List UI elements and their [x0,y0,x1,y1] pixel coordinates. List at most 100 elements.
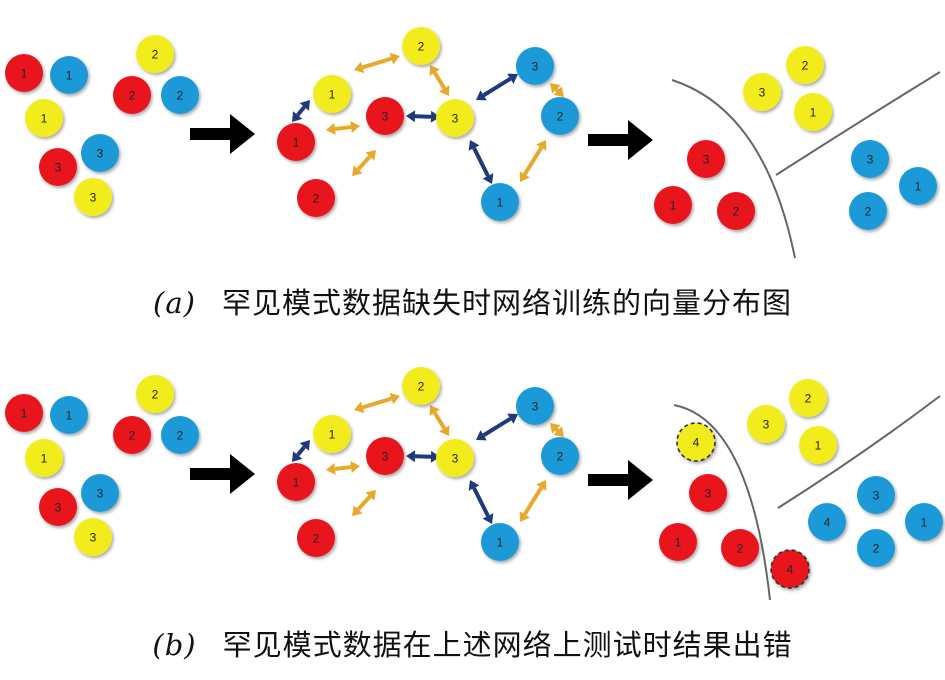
middle-node-a-2: 3 [366,97,404,135]
middle-node-b-3-label: 3 [452,452,459,466]
flow-arrow-b-2 [588,460,653,500]
left-node-a-6-label: 3 [55,161,62,175]
decision-boundary-b-1 [777,395,941,509]
left-node-b-5-label: 1 [41,452,48,466]
right-node-a-1-label: 3 [759,86,766,100]
middle-node-a-6-label: 1 [293,136,300,150]
right-node-b-7-label: 4 [787,563,794,577]
middle-node-a-6: 1 [277,123,315,161]
right-node-b-5-label: 1 [675,536,682,550]
middle-node-a-3: 3 [436,99,474,137]
caption-b-text: 罕见模式数据在上述网络上测试时结果出错 [222,628,793,662]
right-node-a-2: 1 [794,93,832,131]
middle-node-a-5-label: 2 [557,110,564,124]
left-node-a-2: 2 [136,35,174,73]
right-node-a-7-label: 1 [915,180,922,194]
right-node-b-6-label: 2 [737,542,744,556]
right-node-a-8: 2 [849,192,887,230]
middle-node-b-3: 3 [436,439,474,477]
right-node-b-1-label: 3 [763,418,770,432]
navy-arrow-b-0 [292,440,310,462]
left-node-a-0-label: 1 [21,67,28,81]
left-node-b-8: 3 [74,518,112,556]
left-node-a-8: 3 [74,178,112,216]
gold-arrow-b-1 [429,405,450,436]
right-node-b-8-label: 3 [873,489,880,503]
middle-node-b-7: 2 [297,519,335,557]
middle-node-b-2: 3 [366,437,404,475]
middle-node-b-4-label: 3 [532,400,539,414]
right-node-b-11: 2 [857,529,895,567]
middle-node-b-1-label: 1 [329,428,336,442]
left-node-a-1: 1 [50,56,88,94]
gold-arrow-b-3 [352,490,376,516]
middle-node-a-5: 2 [541,97,579,135]
middle-node-b-5-label: 2 [557,450,564,464]
gold-arrow-a-0 [354,52,400,74]
right-node-b-9-label: 4 [824,516,831,530]
left-node-b-4-label: 2 [177,429,184,443]
middle-node-a-7: 2 [297,179,335,217]
middle-node-b-5: 2 [541,437,579,475]
gold-arrow-a-4 [550,83,564,97]
decision-boundary-b-0 [673,404,771,601]
left-node-a-2-label: 2 [152,48,159,62]
left-node-b-7-label: 3 [97,487,104,501]
right-node-b-4-label: 3 [705,487,712,501]
left-node-b-0: 1 [5,394,43,432]
navy-arrow-b-3 [468,480,494,524]
right-node-b-6: 2 [721,529,759,567]
left-node-b-8-label: 3 [90,531,97,545]
right-node-b-2-label: 1 [815,439,822,453]
middle-node-b-6-label: 1 [293,476,300,490]
right-node-b-11-label: 2 [873,542,880,556]
flow-arrow-a-2 [588,120,653,160]
middle-node-b-0-label: 2 [418,380,425,394]
right-node-b-5: 1 [659,523,697,561]
left-node-a-6: 3 [39,148,77,186]
left-node-b-1: 1 [50,396,88,434]
left-node-b-4: 2 [161,416,199,454]
middle-node-b-0: 2 [402,367,440,405]
left-node-a-0: 1 [5,54,43,92]
middle-node-a-0: 2 [402,27,440,65]
left-node-a-1-label: 1 [66,69,73,83]
right-node-b-10: 1 [905,503,943,541]
left-node-b-5: 1 [25,439,63,477]
middle-node-a-4: 3 [516,47,554,85]
navy-arrow-a-3 [468,140,494,184]
navy-arrow-a-1 [406,110,440,123]
gold-arrow-a-2 [326,121,360,135]
caption-a-text: 罕见模式数据缺失时网络训练的向量分布图 [221,286,792,320]
gold-arrow-a-3 [352,150,376,176]
left-node-a-7-label: 3 [97,147,104,161]
middle-node-b-7-label: 2 [313,532,320,546]
left-node-b-1-label: 1 [66,409,73,423]
right-node-a-8-label: 2 [865,205,872,219]
right-node-b-0: 2 [789,379,827,417]
decision-boundary-a-1 [775,71,941,176]
decision-boundary-a-0 [671,79,796,259]
right-node-a-3: 3 [687,140,725,178]
right-node-b-10-label: 1 [921,516,928,530]
middle-node-a-8: 1 [481,183,519,221]
right-node-a-2-label: 1 [810,106,817,120]
left-node-b-6: 3 [39,488,77,526]
gold-arrow-b-2 [326,461,360,475]
left-node-b-0-label: 1 [21,407,28,421]
gold-arrow-a-5 [519,140,547,182]
right-node-b-2: 1 [799,426,837,464]
gold-arrow-b-5 [519,480,547,522]
left-node-a-5: 1 [25,99,63,137]
left-node-a-7: 3 [81,134,119,172]
gold-arrow-a-1 [429,65,450,96]
right-node-b-0-label: 2 [805,392,812,406]
right-node-a-7: 1 [899,167,937,205]
navy-arrow-b-2 [476,413,518,441]
